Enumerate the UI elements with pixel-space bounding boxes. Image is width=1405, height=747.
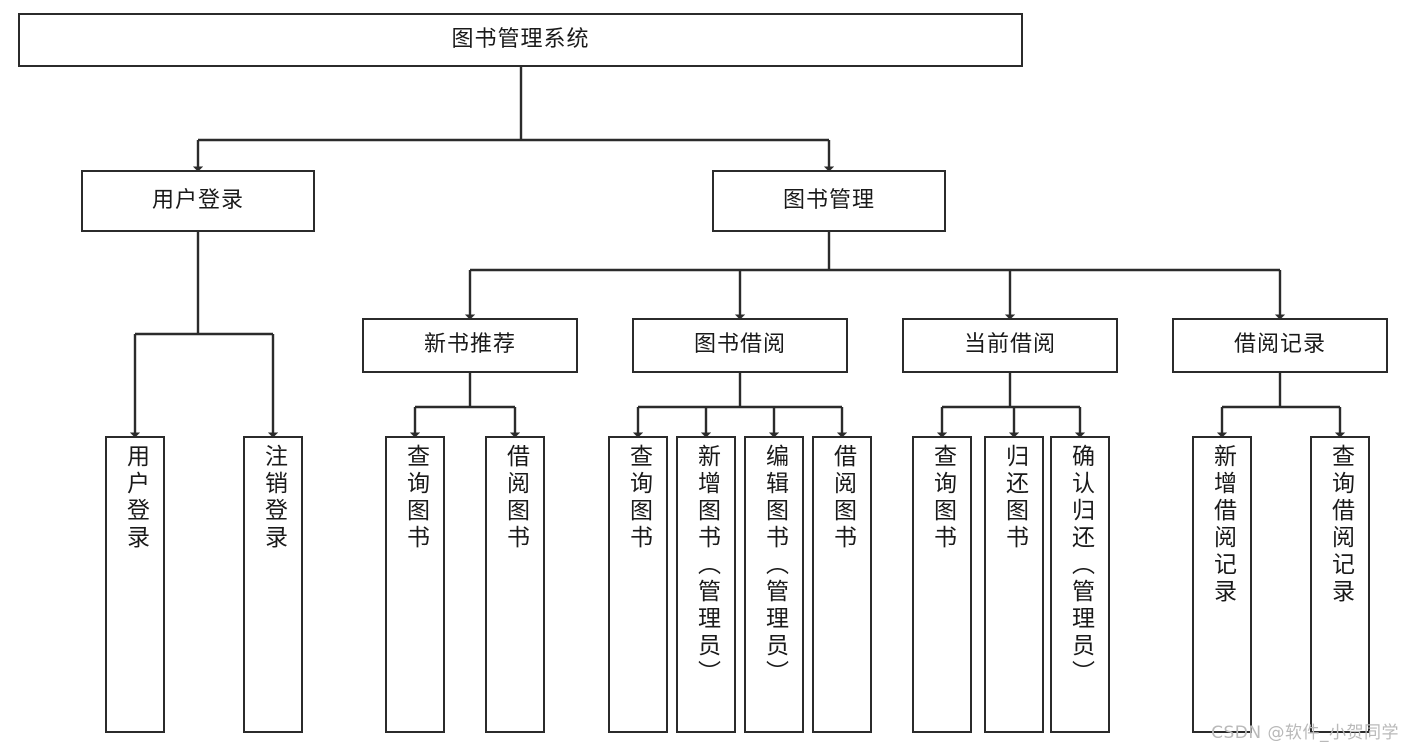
node-label: 借阅记录: [1233, 332, 1326, 358]
node-l7[interactable]: 编辑图书（管理员）: [744, 436, 804, 733]
node-records[interactable]: 借阅记录: [1172, 318, 1388, 373]
node-newrec[interactable]: 新书推荐: [362, 318, 578, 373]
node-label: 新增借阅记录: [1209, 444, 1236, 606]
node-login[interactable]: 用户登录: [81, 170, 315, 232]
node-label: 确认归还（管理员）: [1067, 444, 1094, 687]
node-label: 新书推荐: [423, 332, 516, 358]
node-label: 编辑图书（管理员）: [761, 444, 788, 687]
node-label: 查询图书: [625, 444, 652, 552]
node-l4[interactable]: 借阅图书: [485, 436, 545, 733]
node-l6[interactable]: 新增图书（管理员）: [676, 436, 736, 733]
node-l2[interactable]: 注销登录: [243, 436, 303, 733]
node-label: 查询图书: [402, 444, 429, 552]
node-label: 图书管理系统: [451, 26, 590, 52]
node-borrow[interactable]: 图书借阅: [632, 318, 848, 373]
node-root[interactable]: 图书管理系统: [18, 13, 1023, 67]
node-l9[interactable]: 查询图书: [912, 436, 972, 733]
node-label: 注销登录: [260, 444, 287, 552]
node-l8[interactable]: 借阅图书: [812, 436, 872, 733]
node-label: 当前借阅: [963, 332, 1056, 358]
node-l12[interactable]: 新增借阅记录: [1192, 436, 1252, 733]
node-l1[interactable]: 用户登录: [105, 436, 165, 733]
node-label: 图书管理: [782, 187, 875, 213]
node-label: 查询借阅记录: [1327, 444, 1354, 606]
node-l11[interactable]: 确认归还（管理员）: [1050, 436, 1110, 733]
node-current[interactable]: 当前借阅: [902, 318, 1118, 373]
node-label: 用户登录: [122, 444, 149, 552]
node-label: 图书借阅: [693, 332, 786, 358]
node-label: 新增图书（管理员）: [693, 444, 720, 687]
node-l5[interactable]: 查询图书: [608, 436, 668, 733]
node-label: 借阅图书: [502, 444, 529, 552]
node-label: 借阅图书: [829, 444, 856, 552]
node-label: 用户登录: [151, 187, 244, 213]
node-l13[interactable]: 查询借阅记录: [1310, 436, 1370, 733]
node-l3[interactable]: 查询图书: [385, 436, 445, 733]
node-label: 查询图书: [929, 444, 956, 552]
node-l10[interactable]: 归还图书: [984, 436, 1044, 733]
node-bookmgr[interactable]: 图书管理: [712, 170, 946, 232]
node-label: 归还图书: [1001, 444, 1028, 552]
